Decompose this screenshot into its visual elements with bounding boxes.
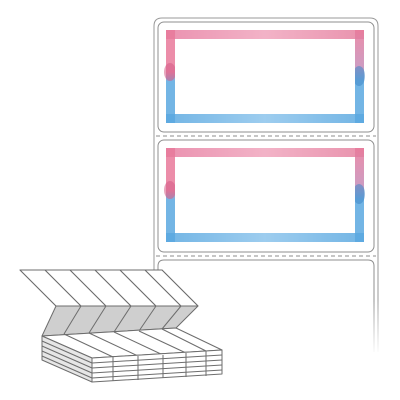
label-2 — [157, 139, 375, 253]
label-2-watercolor-frame — [164, 148, 365, 242]
label-1 — [157, 21, 375, 133]
fanfold-top-sheet — [19, 269, 199, 307]
label-1-watercolor-frame — [164, 30, 365, 123]
fanfold-stack — [19, 269, 223, 383]
fanfold-stack-side — [41, 335, 223, 383]
